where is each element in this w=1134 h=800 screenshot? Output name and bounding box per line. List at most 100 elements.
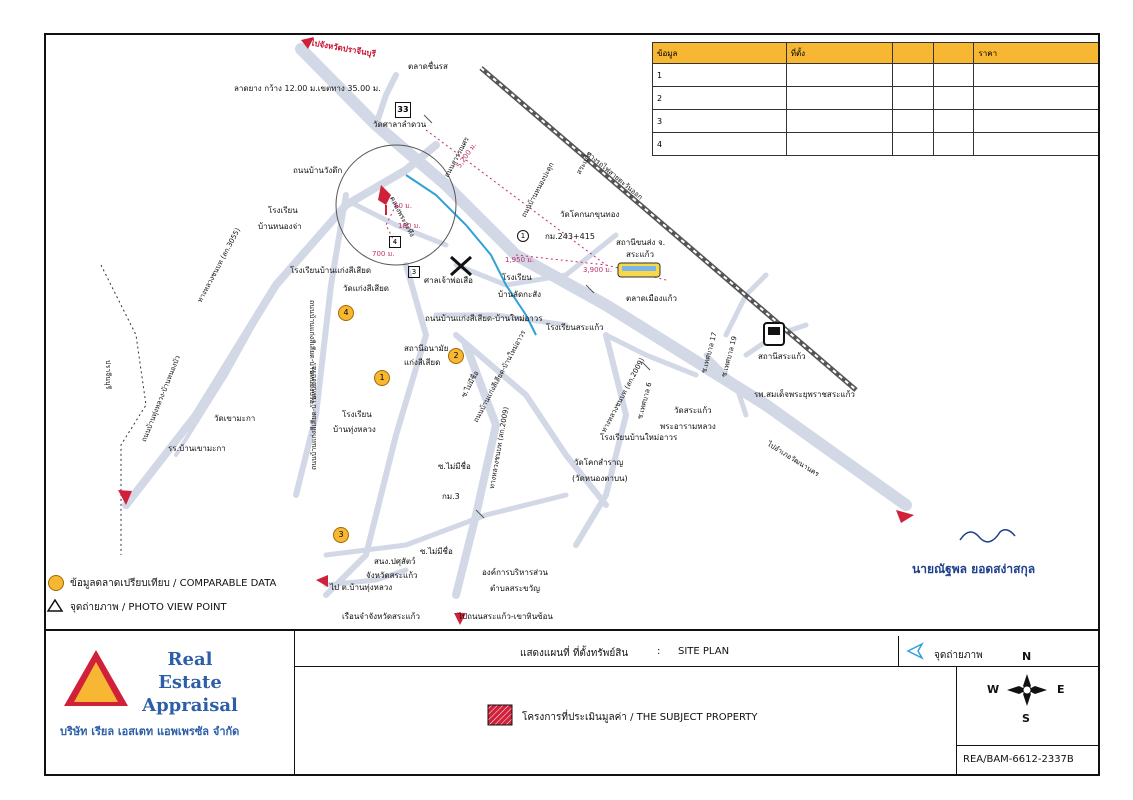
radius-circle xyxy=(335,144,457,266)
subject-property-label: โครงการที่ประเมินมูลค่า / THE SUBJECT PR… xyxy=(522,712,758,723)
photo-view-legend-label: จุดถ่ายภาพ / PHOTO VIEW POINT xyxy=(70,602,227,613)
soi-unnamed-2: ซ.ไม่มีชื่อ xyxy=(438,462,471,471)
road-to-sa-kaeo-khao-hin-sorn: ไปถนนสระแก้ว-เขาหินซ้อน xyxy=(458,612,553,621)
comparable-marker-3: 3 xyxy=(333,527,349,543)
bus-station-1: สถานีขนส่ง จ. xyxy=(616,238,666,247)
title-row-divider xyxy=(294,666,1100,667)
compass-south: S xyxy=(1022,712,1030,725)
distance-700: 700 ม. xyxy=(372,250,395,258)
subject-property-marker xyxy=(378,185,391,215)
photo-point-1: 1 xyxy=(517,230,529,242)
subject-property-icon xyxy=(487,704,513,726)
compass-north: N xyxy=(1022,650,1032,663)
comparable-marker-2: 2 xyxy=(448,348,464,364)
station-label: สถานีสระแก้ว xyxy=(758,352,806,361)
title-block-top-border xyxy=(44,629,1100,631)
brand-line-1: Real xyxy=(167,649,213,670)
site-plan-separator: : xyxy=(657,646,661,657)
photo-view-legend-icon xyxy=(46,598,64,612)
brand-line-2: Estate xyxy=(158,672,222,693)
distance-1950: 1,950 ม. xyxy=(505,256,535,264)
road-width-label: ลาดยาง กว้าง 12.00 ม.เขตทาง 35.00 ม. xyxy=(234,84,381,93)
title-block-divider xyxy=(294,629,295,776)
distance-3900: 3,900 ม. xyxy=(583,266,613,274)
prison-label: เรือนจำจังหวัดสระแก้ว xyxy=(342,612,421,621)
school-tung-2: บ้านทุ่งหลวง xyxy=(333,425,376,434)
school-sa-kaeo-label: โรงเรียนสระแก้ว xyxy=(546,323,604,332)
photo-point-3: 3 xyxy=(408,266,420,278)
route-33-shield: 33 xyxy=(395,102,411,118)
road-ban-wang-duek-label: ถนนบ้านวังดึก xyxy=(293,166,343,175)
highway-33-road xyxy=(295,43,912,511)
wat-sala-lamduan-label: วัดศาลาลำดวน xyxy=(373,120,427,129)
hospital-label: รพ.สมเด็จพระยุพราชสระแก้ว xyxy=(754,390,855,399)
comparable-marker-1: 1 xyxy=(374,370,390,386)
sala-chao-label: ศาลเจ้าพ่อเสือ xyxy=(424,276,473,285)
table-row: 3 xyxy=(652,109,1100,133)
reference-number: REA/BAM-6612-2337B xyxy=(963,754,1074,765)
bus-icon xyxy=(617,262,661,278)
company-logo-icon xyxy=(64,650,128,706)
comparable-marker-4: 4 xyxy=(338,305,354,321)
table-cell: 1 xyxy=(652,63,787,87)
km-243-label: กม.243+415 xyxy=(545,232,595,241)
road-kaeng-si-siad xyxy=(323,262,430,598)
wat-khok-kanok-label: วัดโคกนกขุนทอง xyxy=(560,210,620,219)
talat-chuen-rot-label: ตลาดชื่นรส xyxy=(408,62,448,71)
school-nong-chan-1: โรงเรียน xyxy=(268,206,298,215)
table-cell xyxy=(785,132,893,156)
table-cell xyxy=(973,132,1100,156)
school-tung-1: โรงเรียน xyxy=(342,410,372,419)
table-cell xyxy=(932,132,975,156)
red-arrows xyxy=(118,37,914,625)
table-header-cell: ที่ตั้ง xyxy=(785,42,893,64)
table-cell xyxy=(891,86,934,110)
comparable-legend-label: ข้อมูลตลาดเปรียบเทียบ / COMPARABLE DATA xyxy=(70,578,277,589)
wat-sa-kaeo-1: วัดสระแก้ว xyxy=(674,406,712,415)
tambon-2: ตำบลสระขวัญ xyxy=(490,584,540,593)
road-2009 xyxy=(452,341,501,599)
table-cell xyxy=(973,109,1100,133)
table-cell xyxy=(785,109,893,133)
photo-point-4: 4 xyxy=(389,236,401,248)
km-3-label: กม.3 xyxy=(442,492,460,501)
site-plan-title-th: แสดงแผนที่ ที่ตั้งทรัพย์สิน xyxy=(520,648,629,659)
photo-point-label: จุดถ่ายภาพ xyxy=(934,650,983,661)
health-2: แก่งสีเสียด xyxy=(404,358,441,367)
brand-line-3: Appraisal xyxy=(142,695,238,716)
road-to-ban-thung-luang: ไป ต.บ้านทุ่งหลวง xyxy=(330,583,393,592)
table-header-cell xyxy=(932,42,975,64)
wat-khok-samran-2: (วัดหนองตาบน) xyxy=(572,474,628,483)
photo-point-icon xyxy=(906,642,924,660)
photo-point-divider xyxy=(898,636,899,666)
school-ban-lak-1: โรงเรียน xyxy=(502,273,532,282)
wat-khok-samran-1: วัดโคกสำราญ xyxy=(574,458,624,467)
school-nong-chan-2: บ้านหนองจ่า xyxy=(258,222,302,231)
table-row: 4 xyxy=(652,132,1100,156)
company-brand: Real Estate Appraisal xyxy=(140,648,240,717)
wat-sa-kaeo-2: พระอารามหลวง xyxy=(660,422,716,431)
table-cell xyxy=(891,132,934,156)
table-cell: 4 xyxy=(652,132,787,156)
compass-divider xyxy=(956,666,957,776)
signature-mark xyxy=(959,529,1016,543)
railway-line xyxy=(479,66,858,392)
table-cell xyxy=(891,109,934,133)
north-arrow-compass-icon xyxy=(1007,674,1047,706)
klong-canal xyxy=(405,174,537,336)
school-kaeng-label: โรงเรียนบ้านแก่งสีเสียด xyxy=(290,266,372,275)
drawing-frame xyxy=(44,33,1100,776)
road-3055 xyxy=(122,141,440,509)
map-drawing xyxy=(100,37,914,625)
sor-nor-2: จังหวัดสระแก้ว xyxy=(366,571,418,580)
table-cell xyxy=(973,86,1100,110)
wat-kaeng-label: วัดแก่งสีเสียด xyxy=(343,284,389,293)
company-name-th: บริษัท เรียล เอสเตท แอพเพรซัล จำกัด xyxy=(60,725,240,738)
bridge-symbol xyxy=(449,255,473,277)
road-wang-duek xyxy=(293,192,349,498)
table-header-cell: ข้อมูล xyxy=(652,42,787,64)
school-khao-maka-label: รร.บ้านเขามะกา xyxy=(168,444,226,453)
distance-180: 180 ม. xyxy=(398,222,421,230)
soi-unnamed-3: ซ.ไม่มีชื่อ xyxy=(420,547,453,556)
